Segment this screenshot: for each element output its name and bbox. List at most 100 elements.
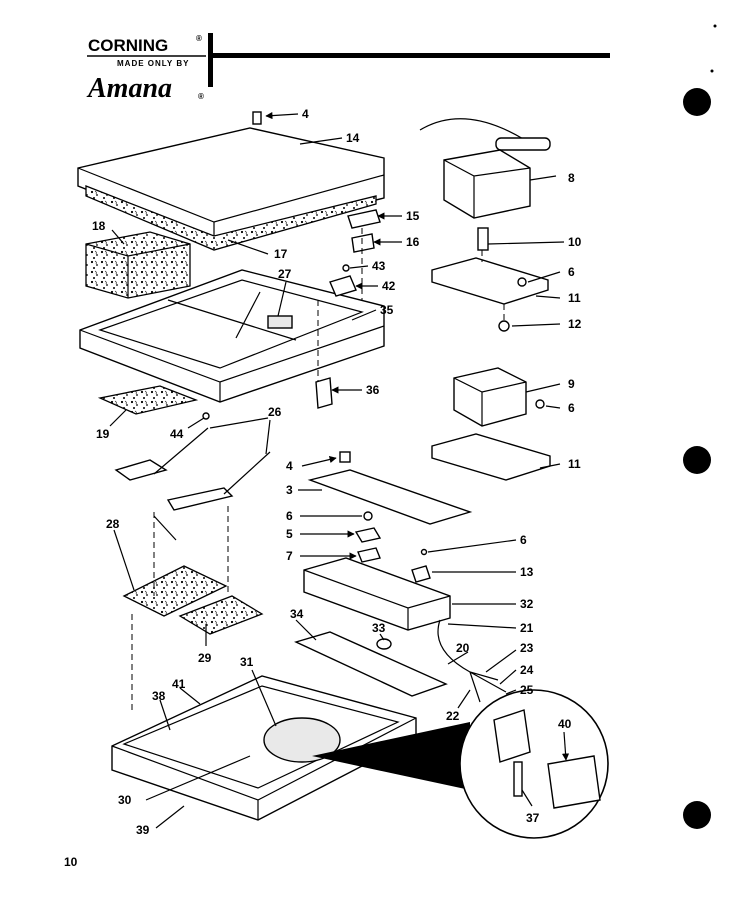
leader-line — [187, 417, 205, 429]
bracket-27 — [267, 315, 293, 329]
callout-6: 6 — [568, 265, 575, 279]
filter-pad — [85, 231, 191, 299]
mount-bracket-11-lower — [431, 433, 551, 481]
control-trim — [307, 469, 473, 525]
relay-edges — [453, 377, 527, 426]
leader-line — [295, 619, 317, 641]
terminal-board-assembly — [294, 631, 448, 697]
callout-40: 40 — [558, 717, 572, 731]
clip-26-left — [114, 459, 168, 481]
leader-line — [485, 649, 517, 673]
base-assembly — [111, 675, 421, 821]
filter-pad-edges — [85, 243, 191, 298]
leader-line — [179, 687, 201, 705]
page-number: 10 — [64, 855, 78, 869]
speck-dot — [713, 24, 717, 28]
callout-34: 34 — [290, 607, 304, 621]
callout-11: 11 — [568, 291, 581, 305]
callout-6-d: 6 — [520, 533, 527, 547]
callout-23: 23 — [520, 641, 534, 655]
leader-line — [521, 789, 533, 807]
leader-line — [525, 383, 561, 393]
callout-37: 37 — [526, 811, 540, 825]
shaft-10 — [477, 227, 489, 251]
thermostat-body — [443, 149, 531, 219]
brand-made-by: MADE ONLY BY — [117, 59, 189, 68]
margin-marks — [683, 24, 717, 829]
leader-line — [505, 689, 517, 695]
callout-42: 42 — [382, 279, 396, 293]
brand-vertical-bar — [208, 33, 213, 87]
detail-pointer — [312, 722, 470, 790]
bracket-5 — [354, 527, 382, 543]
callout-36: 36 — [366, 383, 380, 397]
frame-assembly — [79, 231, 385, 415]
punch-hole-middle — [683, 446, 711, 474]
small-brackets — [202, 209, 381, 420]
bracket-16 — [351, 233, 375, 253]
leader-line — [447, 651, 469, 665]
leader-line — [545, 405, 561, 409]
callout-20: 20 — [456, 641, 470, 655]
bracket-15 — [347, 209, 381, 229]
leader-line — [427, 539, 517, 553]
control-housing-edges — [303, 569, 451, 630]
callout-11-b: 11 — [568, 457, 581, 471]
leader-line — [301, 455, 337, 467]
callout-4: 4 — [302, 107, 309, 121]
leader-line — [561, 731, 570, 761]
callout-2: 2 — [436, 729, 443, 743]
speck-dot — [710, 69, 714, 73]
relay-assembly — [431, 367, 551, 481]
punch-hole-top — [683, 88, 711, 116]
grommet-33 — [376, 638, 392, 650]
callout-24: 24 — [520, 663, 534, 677]
leader-line — [457, 689, 471, 709]
leader-line — [209, 417, 269, 429]
thermostat-guide-lines — [481, 250, 505, 320]
control-assembly — [303, 451, 507, 703]
frame-edges — [79, 325, 385, 402]
callout-17: 17 — [274, 247, 288, 261]
leader-line — [109, 409, 127, 427]
leader-line — [145, 755, 251, 801]
leader-line — [511, 323, 561, 327]
nut-6-lower — [535, 399, 545, 409]
callout-22: 22 — [446, 709, 460, 723]
brand-name: CORNING — [88, 36, 168, 55]
mount-bracket-11 — [431, 257, 549, 305]
leader-line — [155, 805, 185, 829]
callout-12: 12 — [568, 317, 582, 331]
callout-13: 13 — [520, 565, 534, 579]
callout-26: 26 — [268, 405, 282, 419]
callout-15: 15 — [406, 209, 420, 223]
nut-6-center — [363, 511, 373, 521]
gasket — [85, 185, 377, 251]
leader-line — [227, 239, 269, 255]
callout-14: 14 — [346, 131, 360, 145]
screw-12 — [498, 320, 510, 332]
leader-line — [351, 309, 377, 321]
bracket-42 — [329, 275, 357, 297]
callout-19: 19 — [96, 427, 110, 441]
control-housing — [303, 557, 451, 631]
callout-6-c: 6 — [286, 509, 293, 523]
callout-9: 9 — [568, 377, 575, 391]
leader-line — [415, 735, 435, 743]
bracket-36 — [315, 377, 333, 409]
leader-line — [419, 753, 435, 761]
leader-line — [265, 112, 299, 120]
brand-logo: CORNING ® MADE ONLY BY Amana ® — [86, 33, 610, 104]
callout-31: 31 — [240, 655, 254, 669]
hinge-plate-37 — [493, 709, 531, 763]
frame — [79, 269, 385, 403]
leader-line — [539, 463, 561, 469]
wire-harness — [437, 619, 507, 703]
rods-26 — [153, 427, 271, 495]
leader-line — [299, 137, 343, 145]
punch-hole-bottom — [683, 801, 711, 829]
leader-line — [251, 669, 277, 727]
leader-line — [349, 265, 369, 269]
screw-top — [252, 111, 262, 125]
